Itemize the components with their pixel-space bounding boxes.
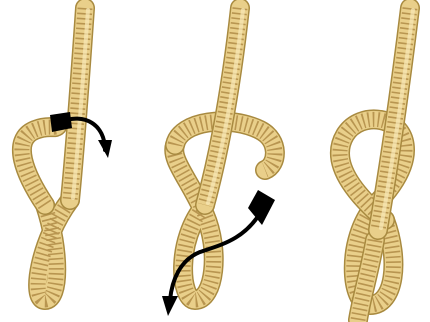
- knot-step-1-panel: [22, 8, 112, 300]
- knot-step-2-panel: [162, 8, 275, 316]
- rope-standing-part: [205, 8, 243, 205]
- knot-step-3-panel: [340, 8, 413, 320]
- rope-standing-part: [70, 8, 88, 200]
- rope-end-segment: [22, 125, 58, 205]
- rope-loop-segment: [38, 200, 70, 300]
